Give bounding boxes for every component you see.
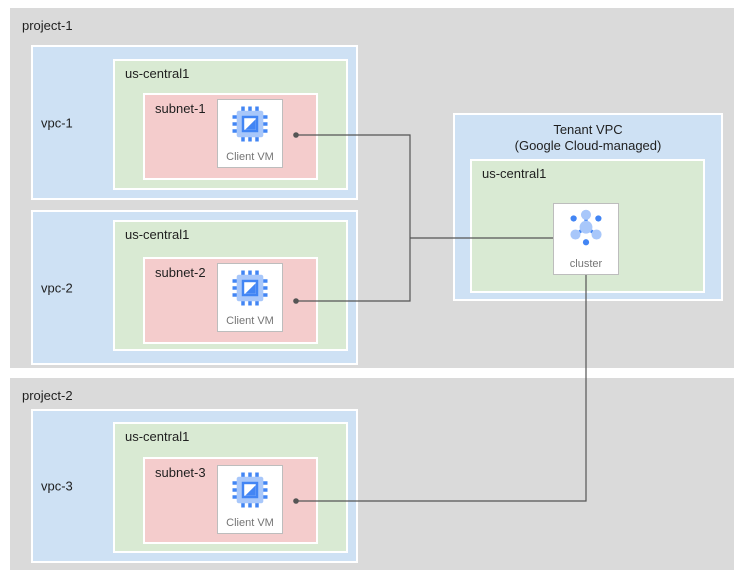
subnet-1-box: subnet-1 xyxy=(143,93,318,180)
vpc-1-box: vpc-1 us-central1 subnet-1 xyxy=(31,45,358,200)
tenant-region-box: us-central1 cluster xyxy=(470,159,705,293)
client-vm-1-node: Client VM xyxy=(217,99,283,168)
client-vm-3-label: Client VM xyxy=(226,517,274,529)
tenant-region-label: us-central1 xyxy=(482,166,547,181)
tenant-vpc-title-line2: (Google Cloud-managed) xyxy=(514,138,662,153)
client-vm-2-label: Client VM xyxy=(226,315,274,327)
subnet-2-label: subnet-2 xyxy=(155,265,206,280)
subnet-3-label: subnet-3 xyxy=(155,465,206,480)
compute-engine-icon xyxy=(232,472,268,508)
subnet-1-label: subnet-1 xyxy=(155,101,206,116)
project-1-label: project-1 xyxy=(22,18,73,33)
vpc-3-box: vpc-3 us-central1 subnet-3 xyxy=(31,409,358,563)
subnet-3-box: subnet-3 xyxy=(143,457,318,544)
compute-engine-icon xyxy=(232,270,268,306)
vpc-2-region-box: us-central1 subnet-2 xyxy=(113,220,348,351)
vpc-1-region-label: us-central1 xyxy=(125,66,190,81)
tenant-vpc-box: Tenant VPC (Google Cloud-managed) us-cen… xyxy=(453,113,723,301)
vpc-1-region-box: us-central1 subnet-1 xyxy=(113,59,348,190)
cluster-icon xyxy=(570,209,602,246)
vpc-3-region-label: us-central1 xyxy=(125,429,190,444)
tenant-vpc-title-line1: Tenant VPC xyxy=(553,122,623,137)
cluster-node: cluster xyxy=(553,203,619,275)
vpc-2-label: vpc-2 xyxy=(41,280,73,295)
subnet-2-box: subnet-2 xyxy=(143,257,318,344)
compute-engine-icon xyxy=(232,106,268,142)
vpc-2-region-label: us-central1 xyxy=(125,227,190,242)
project-2-box: project-2 vpc-3 us-central1 subnet-3 xyxy=(10,378,734,570)
vpc-3-label: vpc-3 xyxy=(41,478,73,494)
tenant-vpc-title: Tenant VPC (Google Cloud-managed) xyxy=(455,122,721,154)
client-vm-3-node: Client VM xyxy=(217,465,283,534)
vpc-2-box: vpc-2 us-central1 subnet-2 xyxy=(31,210,358,365)
client-vm-2-node: Client VM xyxy=(217,263,283,332)
project-2-label: project-2 xyxy=(22,388,73,403)
vpc-1-label: vpc-1 xyxy=(41,115,73,130)
vpc-3-region-box: us-central1 subnet-3 xyxy=(113,422,348,553)
client-vm-1-label: Client VM xyxy=(226,151,274,163)
cluster-label: cluster xyxy=(569,258,603,270)
